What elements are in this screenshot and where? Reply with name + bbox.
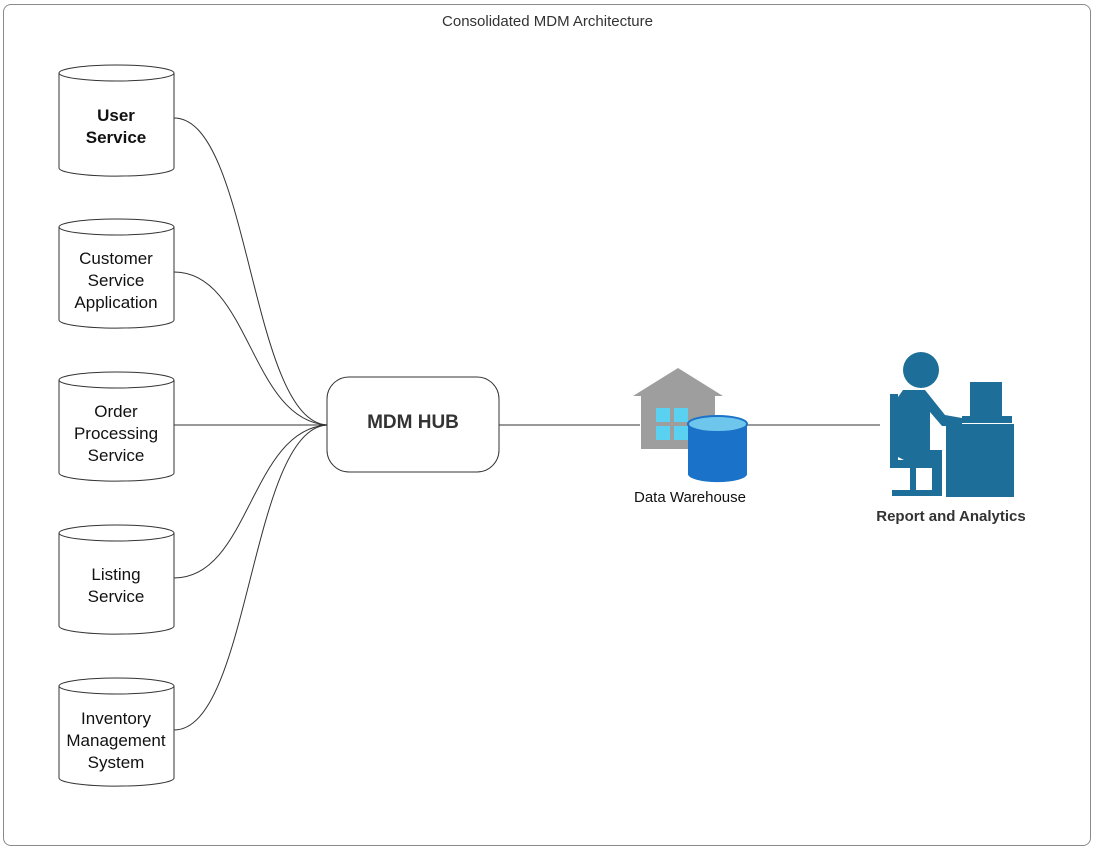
mdm-hub-label: MDM HUB [367,412,459,433]
data-warehouse-icon [633,368,748,483]
source-label-user-service: User Service [85,106,147,147]
cylinder-user [58,64,175,177]
cylinder-listing [58,524,175,635]
mdm-hub-box [326,376,500,473]
data-warehouse-label: Data Warehouse [633,489,746,506]
analyst-at-computer-icon [890,352,1014,497]
diagram-title: Consolidated MDM Architecture [442,13,653,30]
connector-user-to-hub [173,117,328,426]
cylinder-order [58,371,175,482]
cylinder-customer [58,218,175,329]
source-label-listing-service: Listing Service [87,565,145,606]
cylinder-inventory [58,677,175,787]
report-analytics-label: Report and Analytics [876,508,1026,525]
source-label-customer-service-application: Customer Service Application [74,249,158,312]
source-label-order-processing-service: Order Processing Service [73,402,159,465]
source-label-inventory-management-system: Inventory Management System [66,709,166,772]
connector-customer-to-hub [173,271,328,426]
connector-listing-to-hub [173,424,328,579]
connector-inventory-to-hub [173,424,328,731]
